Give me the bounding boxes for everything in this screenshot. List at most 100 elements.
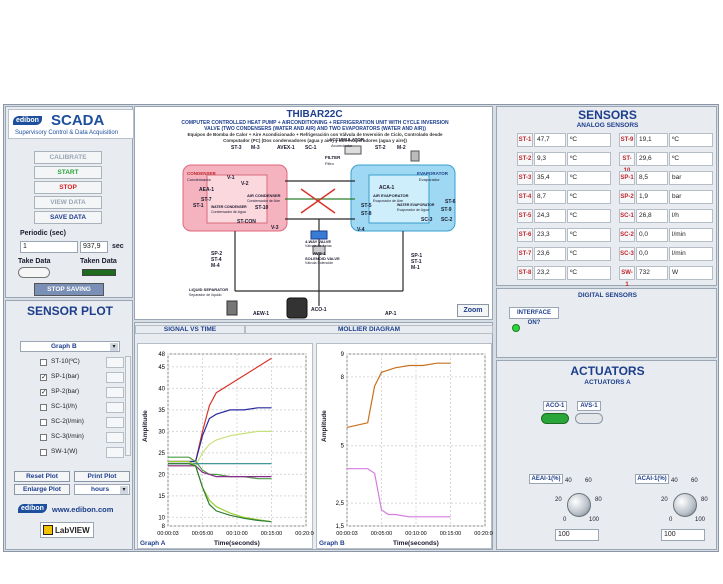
channel-item[interactable]: SC-1(l/h) bbox=[40, 401, 130, 415]
website-link[interactable]: www.edibon.com bbox=[52, 505, 114, 514]
graph-a-title: Graph A bbox=[140, 540, 166, 547]
sensor-value: 24,3 bbox=[534, 209, 566, 223]
interface-led bbox=[512, 324, 520, 332]
start-button[interactable]: START bbox=[34, 166, 102, 179]
x-tick-label: 00:15:00 bbox=[440, 531, 461, 537]
sensor-value: 29,6 bbox=[636, 152, 668, 166]
label-m4: M-4 bbox=[211, 263, 220, 269]
channel-item[interactable]: ✓SP-2(bar) bbox=[40, 386, 130, 400]
channel-item[interactable]: ✓SP-1(bar) bbox=[40, 371, 130, 385]
acai-tick-100: 100 bbox=[695, 517, 706, 523]
channel-checkbox[interactable] bbox=[40, 359, 47, 366]
acai-value[interactable]: 100 bbox=[661, 529, 705, 541]
aco-toggle[interactable] bbox=[541, 413, 569, 424]
channel-checkbox[interactable] bbox=[40, 434, 47, 441]
tab-signal-vs-time[interactable]: SIGNAL VS TIME bbox=[135, 325, 245, 334]
channel-checkbox[interactable]: ✓ bbox=[40, 389, 47, 396]
sensors-title: SENSORS bbox=[578, 108, 637, 122]
reset-plot-button[interactable]: Reset Plot bbox=[14, 471, 70, 482]
sensor-name: ST-4 bbox=[517, 190, 533, 204]
y-tick-label: 9 bbox=[341, 352, 345, 358]
channel-checkbox[interactable]: ✓ bbox=[40, 374, 47, 381]
channel-checkbox[interactable] bbox=[40, 419, 47, 426]
series-line-7 bbox=[168, 463, 272, 523]
sensor-value: 732 bbox=[636, 266, 668, 280]
take-data-toggle[interactable] bbox=[18, 267, 50, 278]
series-line-6 bbox=[168, 460, 272, 523]
label-st4: ST-4 bbox=[211, 257, 222, 263]
app-subtitle: Supervisory Control & Data Acquisition bbox=[15, 130, 119, 136]
sensor-name: SC-3 bbox=[619, 247, 635, 261]
sensor-name: ST-9 bbox=[619, 133, 635, 147]
channel-label: SW-1(W) bbox=[51, 448, 78, 455]
label-ac1-es: Evaporador de Aire bbox=[373, 199, 403, 203]
label-aco: ACO-1 bbox=[311, 307, 327, 313]
print-plot-button[interactable]: Print Plot bbox=[74, 471, 130, 482]
sensor-value: 0,0 bbox=[636, 228, 668, 242]
elapsed-display: 937,9 bbox=[80, 241, 108, 253]
app-title: SCADA bbox=[51, 112, 105, 129]
label-aea-title: AIR CONDENSER bbox=[247, 193, 281, 198]
zoom-button[interactable]: Zoom bbox=[457, 304, 489, 317]
label-sc3: SC-3 bbox=[421, 217, 433, 223]
acai-knob[interactable] bbox=[673, 493, 697, 517]
graph-select-value: Graph B bbox=[51, 343, 77, 350]
units-select[interactable]: hours ▾ bbox=[74, 484, 130, 495]
view-data-button[interactable]: VIEW DATA bbox=[34, 196, 102, 209]
label-valve4: 4-WAY VALVE bbox=[305, 239, 332, 244]
graph-b-ylabel: Amplitude bbox=[321, 410, 328, 442]
taken-data-label: Taken Data bbox=[80, 258, 117, 265]
label-v1: V-1 bbox=[227, 175, 235, 181]
sensor-unit: l/min bbox=[669, 228, 713, 242]
series-line-0 bbox=[346, 362, 451, 428]
stop-button[interactable]: STOP bbox=[34, 181, 102, 194]
x-tick-label: 00:15:00 bbox=[261, 531, 282, 537]
sensor-unit: ºC bbox=[567, 171, 611, 185]
channel-item[interactable]: ST-10(ºC) bbox=[40, 356, 130, 370]
label-ac1: ACA-1 bbox=[379, 185, 395, 191]
label-sc1: SC-1 bbox=[305, 145, 317, 151]
sensor-unit: ºC bbox=[567, 209, 611, 223]
sensor-value: 8,5 bbox=[636, 171, 668, 185]
sensor-name: ST-8 bbox=[517, 266, 533, 280]
calibrate-button[interactable]: CALIBRATE bbox=[34, 151, 102, 164]
aeai-knob[interactable] bbox=[567, 493, 591, 517]
y-tick-label: 8 bbox=[341, 375, 345, 381]
label-wevap: WATER EVAPORATOR bbox=[397, 203, 435, 207]
sensor-value: 47,7 bbox=[534, 133, 566, 147]
channel-checkbox[interactable] bbox=[40, 404, 47, 411]
periodic-input[interactable]: 1 bbox=[20, 241, 78, 253]
take-data-label: Take Data bbox=[18, 258, 51, 265]
enlarge-plot-button[interactable]: Enlarge Plot bbox=[14, 484, 70, 495]
label-accumulator: ACCUMULATOR bbox=[329, 137, 365, 142]
aeai-value[interactable]: 100 bbox=[555, 529, 599, 541]
channel-item[interactable]: SC-3(l/min) bbox=[40, 431, 130, 445]
actuators-subtitle: ACTUATORS A bbox=[584, 379, 631, 386]
graph-select[interactable]: Graph B ▾ bbox=[20, 341, 120, 352]
sensor-unit: ºC bbox=[669, 152, 713, 166]
analog-sensors-title: ANALOG SENSORS bbox=[576, 122, 639, 129]
acai-tick-80: 80 bbox=[701, 497, 708, 503]
label-st6: ST-6 bbox=[445, 199, 456, 205]
save-data-button[interactable]: SAVE DATA bbox=[34, 211, 102, 224]
units-value: hours bbox=[91, 486, 110, 493]
stop-saving-button[interactable]: STOP SAVING bbox=[34, 283, 104, 296]
channel-checkbox[interactable] bbox=[40, 449, 47, 456]
y-tick-label: 5 bbox=[341, 444, 345, 450]
sensor-unit: ºC bbox=[567, 266, 611, 280]
y-tick-label: 10 bbox=[158, 515, 165, 521]
avs-toggle[interactable] bbox=[575, 413, 603, 424]
channel-item[interactable]: SC-2(l/min) bbox=[40, 416, 130, 430]
label-st5: ST-5 bbox=[361, 203, 372, 209]
channel-scrollbar[interactable] bbox=[125, 356, 131, 456]
sensor-unit: bar bbox=[669, 171, 713, 185]
tab-mollier-diagram[interactable]: MOLLIER DIAGRAM bbox=[245, 325, 493, 334]
sensor-unit: ºC bbox=[567, 133, 611, 147]
process-diagram bbox=[182, 145, 456, 319]
digital-sensors-title: DIGITAL SENSORS bbox=[578, 292, 637, 299]
channel-item[interactable]: SW-1(W) bbox=[40, 446, 130, 460]
graph-b-xlabel: Time(seconds) bbox=[393, 540, 439, 547]
